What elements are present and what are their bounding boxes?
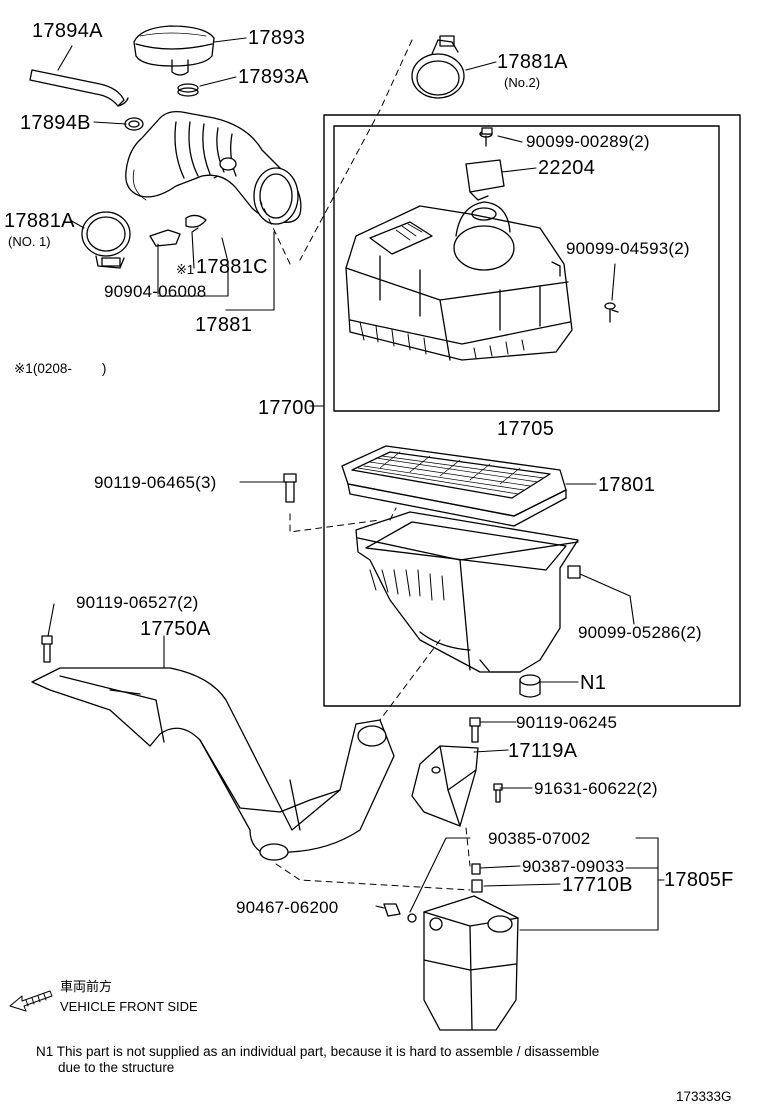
clip-17893a <box>177 83 199 97</box>
grommet-90099-05286 <box>567 565 581 579</box>
dashed-leaders-upper <box>213 39 413 265</box>
label-17881a-no2: 17881A <box>497 51 568 73</box>
cap-frame-17705 <box>333 125 720 412</box>
label-17805f: 17805F <box>664 869 734 891</box>
label-17700: 17700 <box>258 397 316 419</box>
label-17750a: 17750A <box>140 618 211 640</box>
clip-90467-06200 <box>383 903 401 917</box>
bolt-90119-06527 <box>41 635 53 663</box>
label-17881a-no1: 17881A <box>4 210 75 232</box>
clamp-17881a-no1 <box>81 211 131 269</box>
label-91631-60622: 91631-60622(2) <box>534 779 658 798</box>
label-22204: 22204 <box>538 157 596 179</box>
label-90119-06465: 90119-06465(3) <box>94 473 217 492</box>
label-17894a: 17894A <box>32 20 103 42</box>
label-footnote-marker: ※1(0208- ) <box>14 361 107 376</box>
label-17705: 17705 <box>497 418 555 440</box>
label-90904-06008: 90904-06008 <box>104 282 207 301</box>
bolt-90099-04593 <box>604 302 619 323</box>
label-90467-06200: 90467-06200 <box>236 898 339 917</box>
label-90385-07002: 90385-07002 <box>488 829 591 848</box>
label-17119a: 17119A <box>508 740 578 762</box>
vehicle-front-label-jp: 車両前方 <box>60 979 113 994</box>
bolt-90119-06465 <box>283 473 297 503</box>
label-90119-06527: 90119-06527(2) <box>76 593 199 612</box>
vehicle-front-label-en: VEHICLE FRONT SIDE <box>60 999 198 1014</box>
air-cleaner-cap-17705 <box>345 201 573 361</box>
part-90387-09033 <box>471 863 481 875</box>
plug-n1 <box>519 674 541 698</box>
dashed-leaders-lower <box>275 827 471 891</box>
clamp-17894b <box>124 117 144 131</box>
clamp-17881a-no2 <box>411 35 465 99</box>
bracket-17119a <box>411 745 479 827</box>
filter-element-17801 <box>341 445 567 527</box>
resonator-17893 <box>133 25 215 76</box>
air-cleaner-case-lower <box>355 511 579 673</box>
part-17710b <box>471 879 483 893</box>
label-star1: ※1 <box>176 262 195 277</box>
label-17893a: 17893A <box>238 66 309 88</box>
assembly-frame-17700 <box>323 114 741 707</box>
diagram-id: 173333G <box>676 1089 732 1104</box>
bolt-91631-60622 <box>493 783 503 803</box>
intake-hose-17881 <box>125 110 302 225</box>
label-17881: 17881 <box>195 314 253 336</box>
label-17710b: 17710B <box>562 874 633 896</box>
label-17893: 17893 <box>248 27 306 49</box>
note-n1-line1: N1 This part is not supplied as an indiv… <box>36 1044 600 1059</box>
label-n1: N1 <box>580 672 607 694</box>
label-no2: (No.2) <box>504 75 541 90</box>
dashed-leaders-middle <box>289 507 441 721</box>
hose-17894a <box>29 69 129 107</box>
label-90099-05286: 90099-05286(2) <box>578 623 702 642</box>
label-90387-09033: 90387-09033 <box>522 857 625 876</box>
label-17894b: 17894B <box>20 112 91 134</box>
label-90099-00289: 90099-00289(2) <box>526 132 650 151</box>
label-17801: 17801 <box>598 474 656 496</box>
clip-17881c <box>185 214 207 228</box>
label-no1: (NO. 1) <box>8 234 51 249</box>
bolt-90099-00289 <box>481 127 493 135</box>
vehicle-front-arrow-icon <box>9 990 53 1012</box>
note-n1-line2: due to the structure <box>58 1060 175 1075</box>
label-90119-06245: 90119-06245 <box>516 713 618 732</box>
resonator-17805f <box>407 895 519 1031</box>
bolt-90119-06245 <box>469 717 481 743</box>
intake-duct-17750a <box>31 667 395 861</box>
leader-lines <box>47 37 665 931</box>
sensor-90904-06008 <box>149 229 181 247</box>
sensor-22204 <box>465 130 505 201</box>
label-90099-04593: 90099-04593(2) <box>566 239 690 258</box>
label-17881c: 17881C <box>196 256 268 278</box>
